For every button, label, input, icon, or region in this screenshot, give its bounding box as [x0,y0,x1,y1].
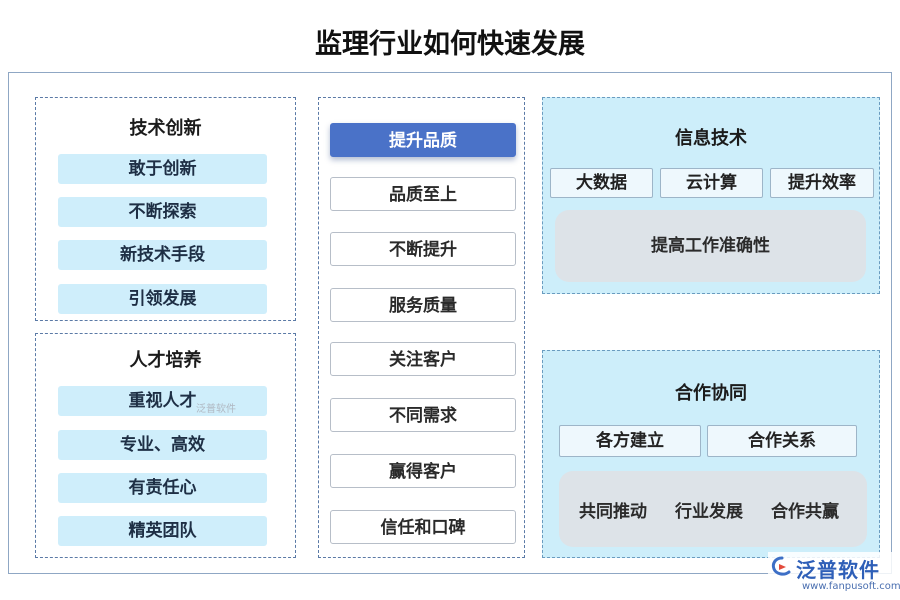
quality-item: 赢得客户 [330,454,516,488]
cooperation-tag: 各方建立 [559,425,701,457]
quality-item: 不断提升 [330,232,516,266]
info-tech-summary: 提高工作准确性 [555,210,866,282]
diagram-frame [8,72,892,574]
talent-item: 专业、高效 [58,430,267,460]
info-tech-title: 信息技术 [675,128,747,149]
info-tech-panel: 信息技术 大数据 云计算 提升效率 提高工作准确性 [542,97,880,294]
info-tech-tag: 提升效率 [770,168,874,198]
info-tech-tag: 大数据 [550,168,653,198]
brand-url: www.fanpusoft.com [802,581,900,592]
info-tech-tag: 云计算 [660,168,763,198]
talent-panel: 人才培养 重视人才 专业、高效 有责任心 精英团队 [35,333,296,558]
quality-item: 品质至上 [330,177,516,211]
quality-item: 服务质量 [330,288,516,322]
cooperation-panel: 合作协同 各方建立 合作关系 共同推动 行业发展 合作共赢 [542,350,880,558]
tech-innovation-item: 敢于创新 [58,154,267,184]
talent-item: 有责任心 [58,473,267,503]
quality-panel [318,97,525,558]
page-title: 监理行业如何快速发展 [315,29,585,60]
brand-logo-icon [771,556,791,576]
cooperation-summary-item: 共同推动 [579,502,647,522]
quality-item: 不同需求 [330,398,516,432]
quality-item: 信任和口碑 [330,510,516,544]
talent-item: 精英团队 [58,516,267,546]
small-watermark: 泛普软件 [196,404,236,415]
cooperation-tag: 合作关系 [707,425,857,457]
tech-innovation-item: 引领发展 [58,284,267,314]
talent-title: 人才培养 [129,350,202,371]
tech-innovation-panel: 技术创新 敢于创新 不断探索 新技术手段 引领发展 [35,97,296,321]
talent-item: 重视人才 [58,386,267,416]
tech-innovation-title: 技术创新 [129,118,202,139]
brand-name: 泛普软件 [796,558,880,582]
quality-item: 关注客户 [330,342,516,376]
tech-innovation-item: 新技术手段 [58,240,267,270]
brand-watermark: 泛普软件 www.fanpusoft.com [768,552,900,596]
tech-innovation-item: 不断探索 [58,197,267,227]
cooperation-title: 合作协同 [675,383,747,404]
cooperation-summary-item: 行业发展 [675,502,743,522]
cooperation-summary-item: 合作共赢 [771,502,839,522]
cooperation-summary: 共同推动 行业发展 合作共赢 [559,471,867,547]
quality-item-highlight: 提升品质 [330,123,516,157]
